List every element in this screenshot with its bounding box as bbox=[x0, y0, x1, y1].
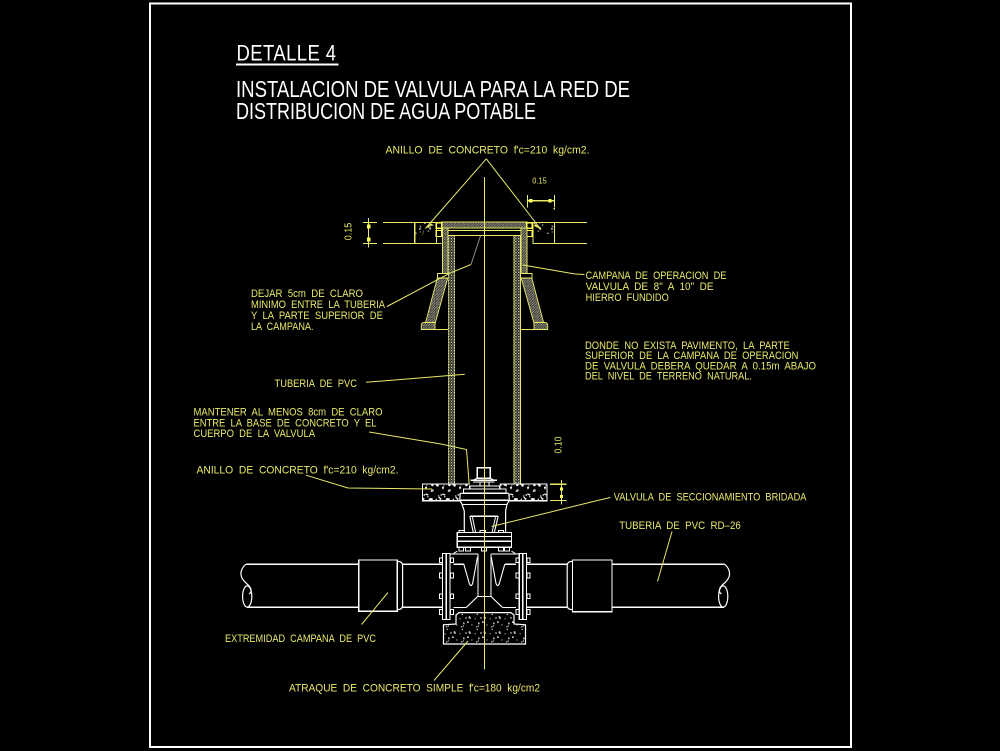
svg-text:DE VALVULA DEBERA QUEDAR A: DE VALVULA DEBERA QUEDAR A 0.15m ABAJO bbox=[585, 360, 816, 372]
svg-text:EXTREMIDAD CAMPANA DE PVC: EXTREMIDAD CAMPANA DE PVC bbox=[225, 633, 376, 645]
svg-text:VALVULA DE 8" A 10" DE: VALVULA DE 8" A 10" DE bbox=[586, 281, 714, 293]
svg-text:DEL NIVEL DE TERRENO NATUR: DEL NIVEL DE TERRENO NATURAL. bbox=[585, 371, 752, 383]
svg-text:SUPERIOR DE LA CAMPANA DE: SUPERIOR DE LA CAMPANA DE OPERACION bbox=[585, 350, 798, 362]
svg-text:MANTENER AL MENOS 8cm DE: MANTENER AL MENOS 8cm DE CLARO bbox=[194, 407, 383, 419]
svg-text:INSTALACION DE VALVULA PARA LA: INSTALACION DE VALVULA PARA LA RED DE bbox=[236, 76, 630, 102]
svg-text:Y LA PARTE SUPERIOR DE: Y LA PARTE SUPERIOR DE bbox=[251, 310, 383, 322]
svg-text:TUBERIA DE PVC RD–26: TUBERIA DE PVC RD–26 bbox=[619, 520, 741, 532]
svg-text:0.15: 0.15 bbox=[532, 175, 547, 185]
svg-text:DETALLE 4: DETALLE 4 bbox=[237, 41, 337, 66]
svg-text:ATRAQUE DE CONCRETO SIMPLE: ATRAQUE DE CONCRETO SIMPLE f'c=180 kg/cm… bbox=[289, 683, 540, 695]
svg-text:CAMPANA DE OPERACION DE: CAMPANA DE OPERACION DE bbox=[586, 270, 727, 282]
svg-text:0.15: 0.15 bbox=[344, 222, 355, 240]
svg-text:DONDE NO EXISTA PAVIMENTO,: DONDE NO EXISTA PAVIMENTO, LA PARTE bbox=[585, 340, 790, 352]
svg-text:ENTRE LA BASE DE CONCRETO: ENTRE LA BASE DE CONCRETO Y EL bbox=[194, 417, 377, 429]
svg-text:DISTRIBUCION DE AGUA POTABLE: DISTRIBUCION DE AGUA POTABLE bbox=[236, 98, 536, 124]
svg-text:TUBERIA DE PVC: TUBERIA DE PVC bbox=[275, 378, 358, 390]
svg-text:0.10: 0.10 bbox=[554, 436, 565, 453]
svg-text:LA CAMPANA.: LA CAMPANA. bbox=[251, 321, 314, 333]
svg-text:DEJAR 5cm DE CLARO: DEJAR 5cm DE CLARO bbox=[251, 288, 363, 300]
svg-text:HIERRO FUNDIDO: HIERRO FUNDIDO bbox=[586, 292, 670, 304]
svg-text:MINIMO ENTRE LA TUBERIA: MINIMO ENTRE LA TUBERIA bbox=[251, 299, 386, 311]
svg-text:ANILLO DE CONCRETO f'c=210: ANILLO DE CONCRETO f'c=210 kg/cm2. bbox=[386, 145, 590, 157]
svg-text:ANILLO DE CONCRETO f'c=210: ANILLO DE CONCRETO f'c=210 kg/cm2. bbox=[197, 464, 399, 476]
svg-text:CUERPO DE LA VALVULA: CUERPO DE LA VALVULA bbox=[194, 428, 316, 440]
svg-text:VALVULA DE SECCIONAMIENTO B: VALVULA DE SECCIONAMIENTO BRIDADA bbox=[614, 491, 807, 503]
